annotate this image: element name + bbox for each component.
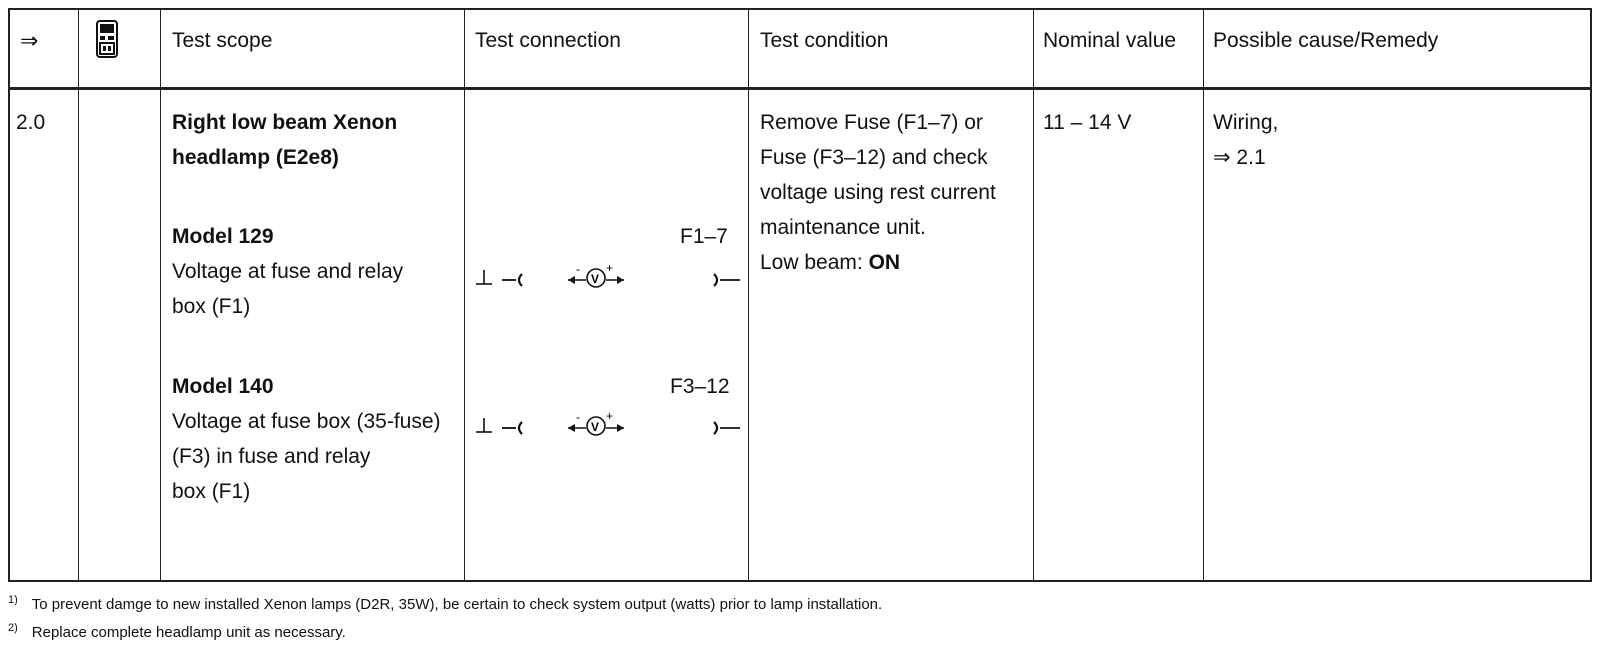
column-divider [1033, 10, 1034, 580]
header-arrow: ⇒ [20, 28, 39, 53]
svg-text:-: - [576, 262, 580, 276]
footnote-2: 2) Replace complete headlamp unit as nece… [8, 622, 346, 641]
condition-line1: Remove Fuse (F1–7) or [760, 111, 983, 134]
model-140-title: Model 140 [172, 375, 274, 398]
condition-low-beam-label: Low beam: [760, 251, 869, 274]
scope-title-line1: Right low beam Xenon [172, 111, 398, 134]
model-129-line1: Voltage at fuse and relay [172, 260, 404, 283]
condition-line5: Low beam: ON [760, 248, 900, 278]
cause-line2: ⇒ 2.1 [1213, 146, 1266, 169]
test-table: ⇒ Test scope Test connection Test condit… [8, 8, 1592, 582]
voltmeter-connection-1-icon: - V + [472, 260, 744, 299]
nominal-value: 11 – 14 V [1043, 111, 1132, 134]
svg-text:V: V [591, 272, 599, 286]
connection-1-label: F1–7 [680, 225, 728, 248]
footnote-1-text: To prevent damge to new installed Xenon … [31, 596, 883, 613]
table-header: ⇒ Test scope Test connection Test condit… [10, 10, 1590, 90]
header-nominal-value: Nominal value [1043, 29, 1177, 52]
column-divider [78, 10, 79, 580]
condition-line2: Fuse (F3–12) and check [760, 146, 988, 169]
condition-line4: maintenance unit. [760, 216, 926, 239]
footnote-2-text: Replace complete headlamp unit as necess… [31, 624, 346, 641]
row-number: 2.0 [16, 111, 46, 134]
voltmeter-connection-2-icon: - V + [472, 408, 744, 447]
column-divider [1203, 10, 1204, 580]
model-140-line2: (F3) in fuse and relay [172, 445, 371, 468]
header-test-condition: Test condition [760, 29, 889, 52]
svg-text:V: V [591, 420, 599, 434]
condition-low-beam-value: ON [868, 251, 901, 274]
header-possible-cause: Possible cause/Remedy [1213, 29, 1439, 52]
svg-text:+: + [606, 409, 613, 423]
tester-device-icon [96, 20, 118, 63]
svg-text:+: + [606, 261, 613, 275]
header-test-connection: Test connection [475, 29, 621, 52]
model-140-line3: box (F1) [172, 480, 251, 503]
model-129-line2: box (F1) [172, 295, 251, 318]
footnote-2-mark: 2) [8, 622, 18, 634]
condition-line3: voltage using rest current [760, 181, 996, 204]
cause-line1: Wiring, [1213, 111, 1279, 134]
model-129-title: Model 129 [172, 225, 274, 248]
connection-2-label: F3–12 [670, 375, 730, 398]
scope-title-line2: headlamp (E2e8) [172, 146, 339, 169]
column-divider [464, 10, 465, 580]
footnote-1: 1) To prevent damge to new installed Xeno… [8, 594, 882, 613]
svg-text:-: - [576, 410, 580, 424]
footnote-1-mark: 1) [8, 594, 18, 606]
model-140-line1: Voltage at fuse box (35-fuse) [172, 410, 441, 433]
column-divider [748, 10, 749, 580]
header-test-scope: Test scope [172, 29, 273, 52]
column-divider [160, 10, 161, 580]
